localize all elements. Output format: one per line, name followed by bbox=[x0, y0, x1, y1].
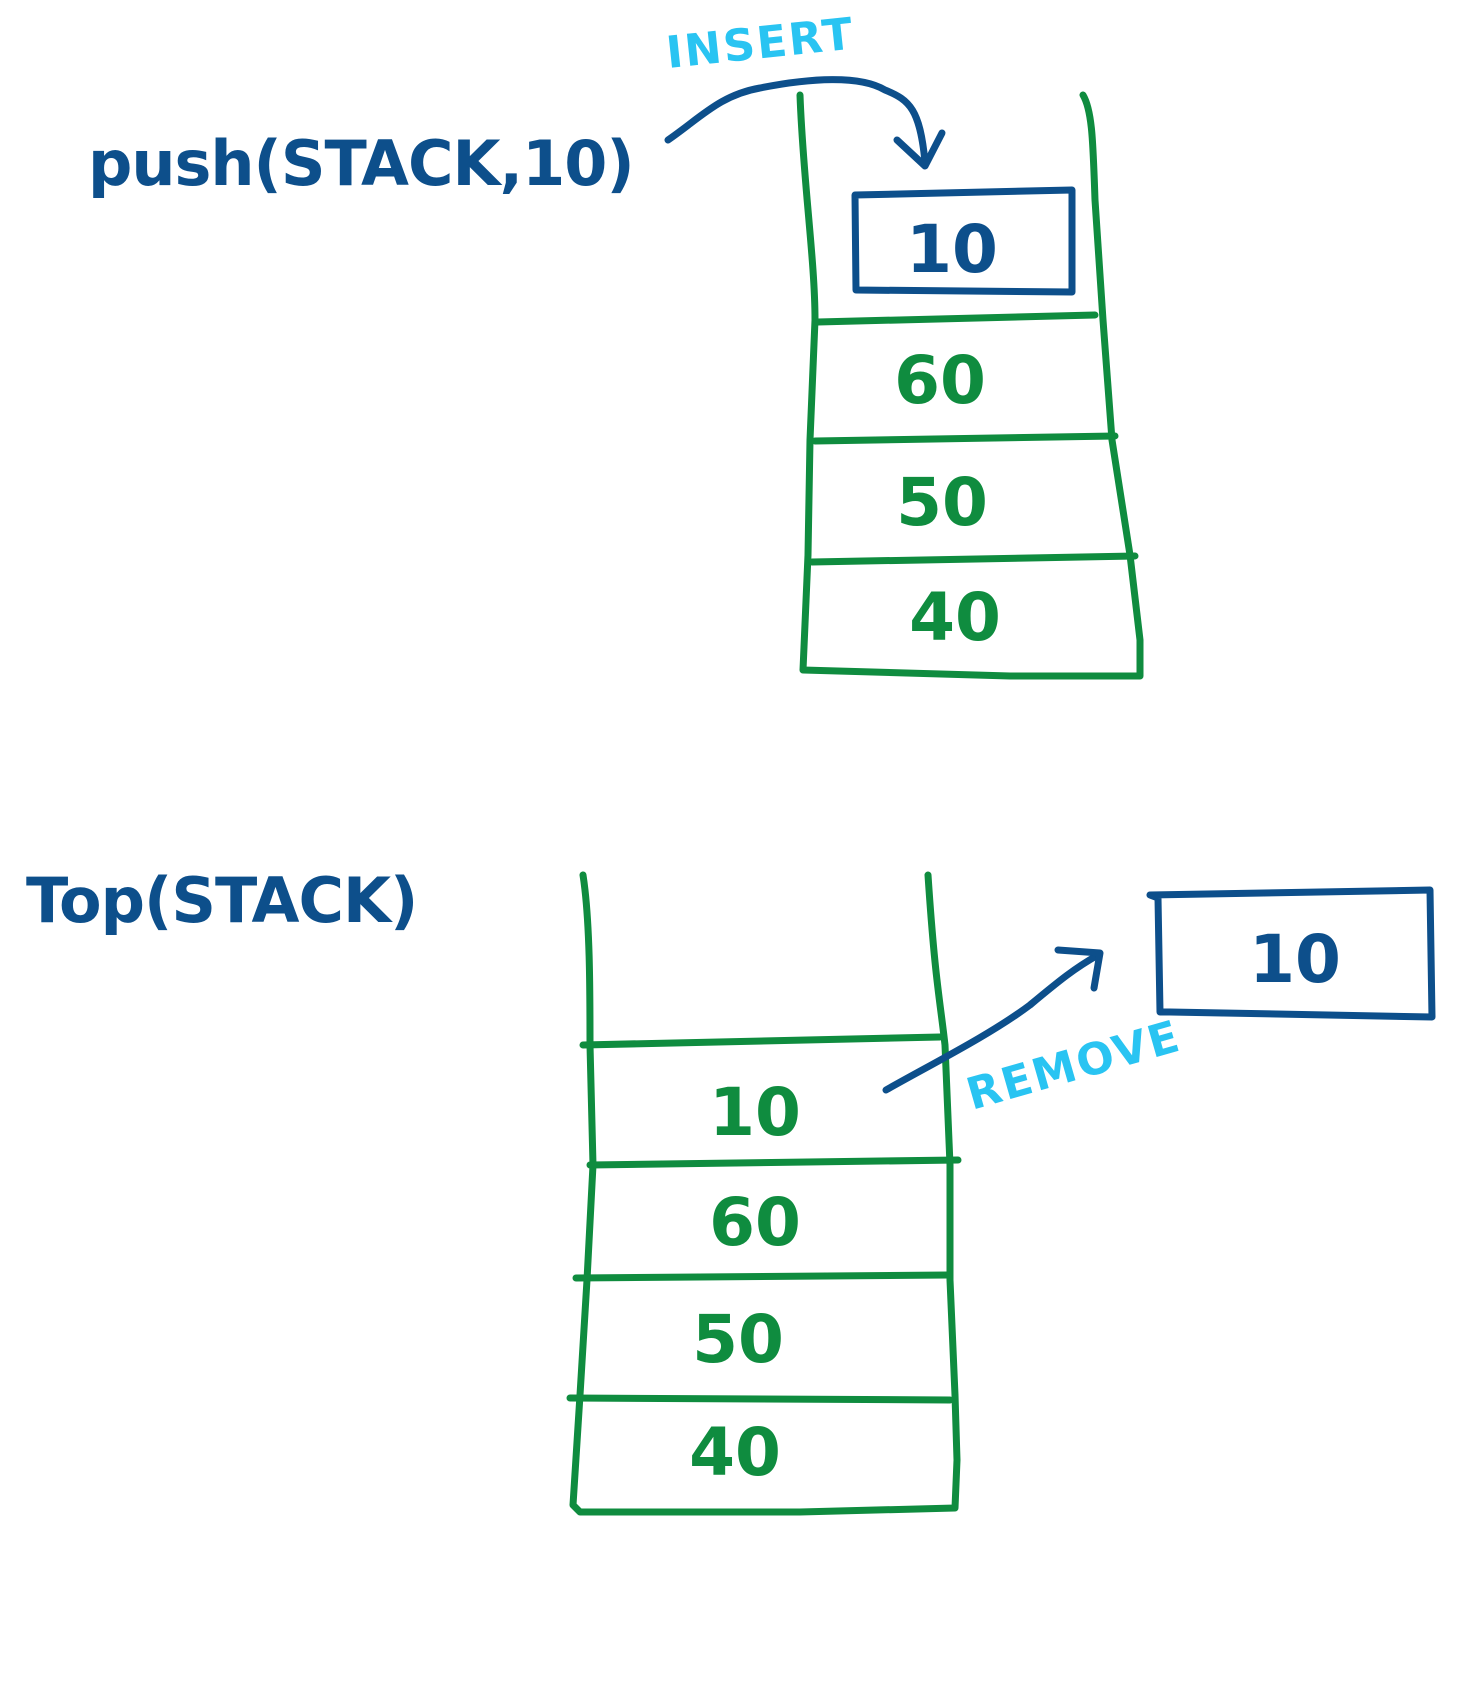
push-stack-divider bbox=[814, 311, 1099, 326]
top-stack-cell: 60 bbox=[709, 1184, 801, 1261]
push-stack-divider bbox=[811, 432, 1119, 445]
top-stack-container bbox=[569, 871, 961, 1516]
top-stack-divider bbox=[579, 1033, 944, 1049]
push-stack-divider bbox=[808, 552, 1139, 566]
remove-arrow-head bbox=[1054, 946, 1104, 992]
top-stack-divider bbox=[566, 1394, 954, 1404]
remove-arrow bbox=[882, 951, 1102, 1094]
removed-element-box bbox=[1146, 886, 1436, 1021]
insert-arrow bbox=[664, 76, 929, 166]
top-stack-cell: 50 bbox=[692, 1301, 784, 1378]
top-stack-cell: 40 bbox=[689, 1414, 781, 1491]
top-operation-label: Top(STACK) bbox=[26, 864, 417, 937]
push-stack-cell: 60 bbox=[894, 342, 986, 419]
push-stack-container bbox=[796, 91, 1144, 680]
top-panel: Top(STACK) 10 60 50 40 REMOVE 10 bbox=[26, 864, 1436, 1516]
removed-element-value: 10 bbox=[1249, 921, 1341, 998]
top-stack-cell: 10 bbox=[709, 1074, 801, 1151]
insert-label: INSERT bbox=[664, 8, 857, 78]
incoming-element-value: 10 bbox=[906, 211, 998, 288]
push-operation-label: push(STACK,10) bbox=[88, 127, 634, 200]
top-stack-divider bbox=[586, 1156, 962, 1169]
incoming-element-box bbox=[851, 186, 1076, 296]
top-stack-divider bbox=[572, 1271, 952, 1282]
push-stack-cell: 40 bbox=[909, 579, 1001, 656]
insert-arrow-head bbox=[893, 129, 946, 170]
push-panel: push(STACK,10) INSERT 10 60 50 40 bbox=[88, 8, 1144, 680]
push-stack-cell: 50 bbox=[896, 464, 988, 541]
